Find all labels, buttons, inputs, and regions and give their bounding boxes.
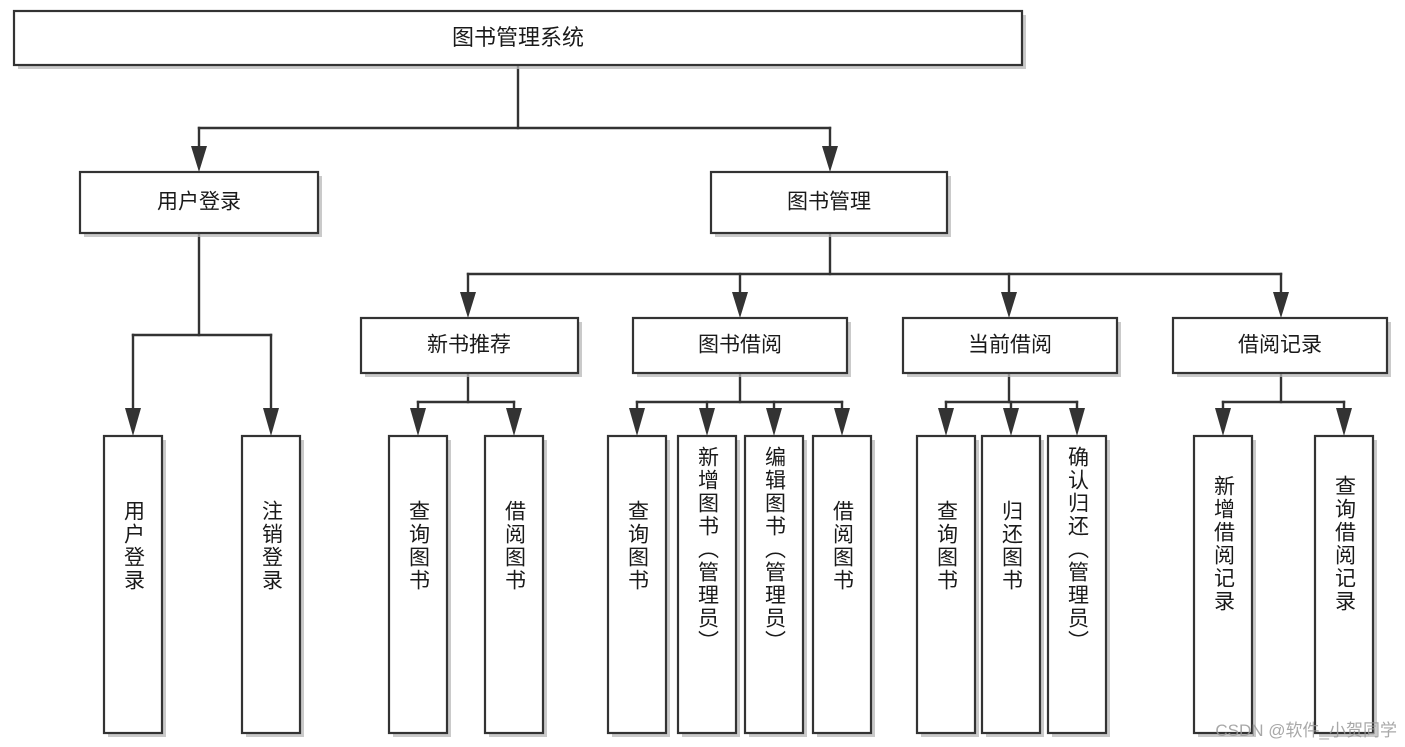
node-book-management-label: 图书管理	[787, 191, 871, 214]
leaf-confirm-return-admin[interactable]	[1046, 434, 1110, 737]
arrow-new-book-leaf-1	[410, 408, 426, 436]
arrow-borrow-record-leaf-2	[1336, 408, 1352, 436]
node-new-book-recommend[interactable]: 新书推荐	[359, 316, 582, 377]
node-borrow-record[interactable]: 借阅记录	[1171, 316, 1391, 377]
node-borrow-record-label: 借阅记录	[1238, 334, 1322, 357]
arrow-to-new-book	[460, 292, 476, 318]
arrow-to-leaf-logout	[263, 408, 279, 436]
arrow-book-borrow-leaf-2	[699, 408, 715, 436]
leaf-logout[interactable]	[240, 434, 304, 737]
connector-layer	[125, 63, 1352, 436]
leaf-borrow-book[interactable]	[811, 434, 875, 737]
node-user-login[interactable]: 用户登录	[78, 170, 322, 237]
arrow-root-to-user-login	[191, 146, 207, 172]
arrow-book-borrow-leaf-3	[766, 408, 782, 436]
node-user-login-label: 用户登录	[157, 191, 241, 214]
leaf-return-book[interactable]	[980, 434, 1044, 737]
leaf-borrow-book-recommend[interactable]	[483, 434, 547, 737]
arrow-to-current-borrow	[1001, 292, 1017, 318]
leaf-node-layer	[102, 434, 1377, 737]
node-book-borrow[interactable]: 图书借阅	[631, 316, 851, 377]
leaf-edit-book-admin[interactable]	[743, 434, 807, 737]
node-book-borrow-label: 图书借阅	[698, 334, 782, 357]
leaf-add-book-admin[interactable]	[676, 434, 740, 737]
arrow-book-borrow-leaf-1	[629, 408, 645, 436]
arrow-to-borrow-record	[1273, 292, 1289, 318]
node-book-management[interactable]: 图书管理	[709, 170, 951, 237]
leaf-query-book-recommend[interactable]	[387, 434, 451, 737]
arrow-book-borrow-leaf-4	[834, 408, 850, 436]
leaf-query-borrow-record[interactable]	[1313, 434, 1377, 737]
node-root-label: 图书管理系统	[452, 25, 584, 50]
arrow-to-book-borrow	[732, 292, 748, 318]
leaf-query-book-borrow[interactable]	[606, 434, 670, 737]
node-current-borrow-label: 当前借阅	[968, 334, 1052, 357]
node-new-book-recommend-label: 新书推荐	[427, 334, 511, 357]
arrow-current-borrow-leaf-1	[938, 408, 954, 436]
arrow-current-borrow-leaf-2	[1003, 408, 1019, 436]
node-root-book-management-system[interactable]: 图书管理系统	[12, 9, 1026, 69]
leaf-add-borrow-record[interactable]	[1192, 434, 1256, 737]
arrow-to-leaf-user-login	[125, 408, 141, 436]
leaf-query-book-current[interactable]	[915, 434, 979, 737]
node-current-borrow[interactable]: 当前借阅	[901, 316, 1121, 377]
arrow-root-to-book-manage	[822, 146, 838, 172]
arrow-current-borrow-leaf-3	[1069, 408, 1085, 436]
arrow-borrow-record-leaf-1	[1215, 408, 1231, 436]
arrow-new-book-leaf-2	[506, 408, 522, 436]
leaf-user-login[interactable]	[102, 434, 166, 737]
